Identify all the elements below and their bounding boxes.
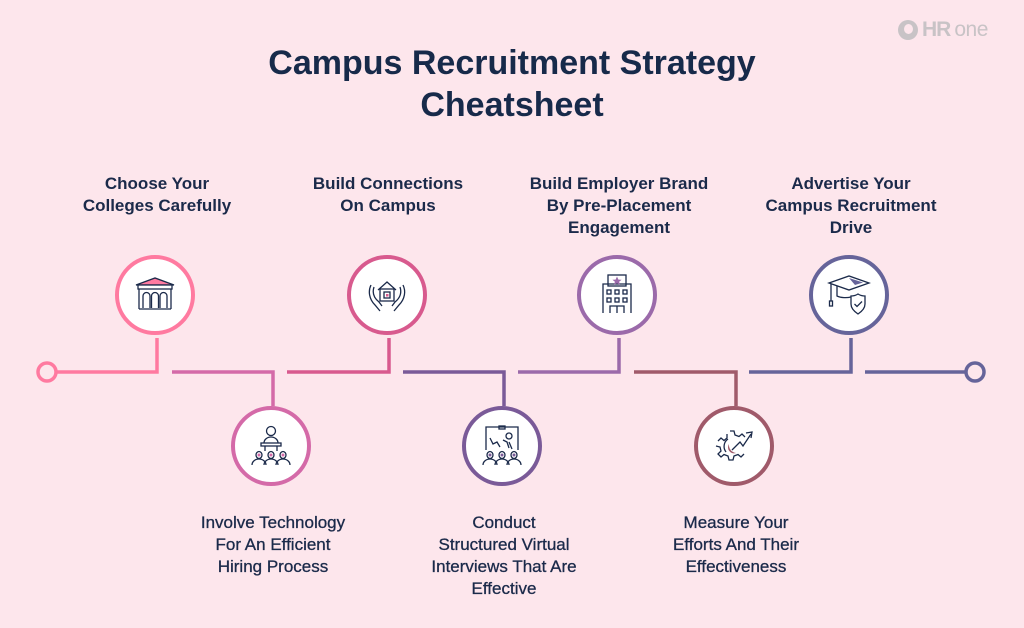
connector-step-5 bbox=[518, 338, 621, 374]
office-building-star-icon bbox=[602, 274, 632, 313]
step-2-label: Involve Technology For An Efficient Hiri… bbox=[200, 513, 346, 576]
title-line-1: Campus Recruitment Strategy bbox=[268, 44, 756, 82]
step-6-node bbox=[694, 406, 774, 486]
step-7-label: Advertise Your Campus Recruitment Drive bbox=[765, 174, 937, 237]
page-title: Campus Recruitment Strategy Cheatsheet bbox=[0, 42, 1024, 126]
presentation-audience-icon bbox=[251, 425, 291, 466]
hrone-logo-mark-icon bbox=[898, 20, 918, 40]
title-line-2: Cheatsheet bbox=[420, 86, 604, 124]
connector-step-6 bbox=[634, 370, 738, 406]
step-5-label: Build Employer Brand By Pre-Placement En… bbox=[529, 174, 709, 237]
university-building-icon bbox=[135, 277, 175, 310]
graduation-cap-shield-icon bbox=[827, 275, 871, 315]
connector-step-3 bbox=[287, 338, 391, 374]
step-4-label: Conduct Structured Virtual Interviews Th… bbox=[431, 513, 577, 598]
connector-step-2 bbox=[172, 370, 275, 406]
logo-text-one: one bbox=[954, 18, 988, 41]
step-4-node bbox=[462, 406, 542, 486]
logo-text-hr: HR bbox=[922, 18, 951, 41]
timeline-end-dot bbox=[964, 361, 986, 383]
connector-step-1 bbox=[56, 338, 159, 374]
step-5-node bbox=[577, 255, 657, 335]
step-6-label: Measure Your Efforts And Their Effective… bbox=[673, 513, 799, 576]
step-2-node bbox=[231, 406, 311, 486]
connector-step-4 bbox=[403, 370, 506, 406]
step-1-label: Choose Your Colleges Carefully bbox=[82, 174, 232, 215]
hands-holding-house-icon bbox=[368, 281, 406, 312]
gear-growth-arrow-icon bbox=[715, 430, 753, 461]
step-1-node bbox=[115, 255, 195, 335]
step-3-node bbox=[347, 255, 427, 335]
timeline-start-dot bbox=[36, 361, 58, 383]
step-3-label: Build Connections On Campus bbox=[312, 174, 464, 215]
connector-step-7 bbox=[749, 338, 853, 374]
step-7-node bbox=[809, 255, 889, 335]
virtual-interview-icon bbox=[482, 425, 522, 466]
